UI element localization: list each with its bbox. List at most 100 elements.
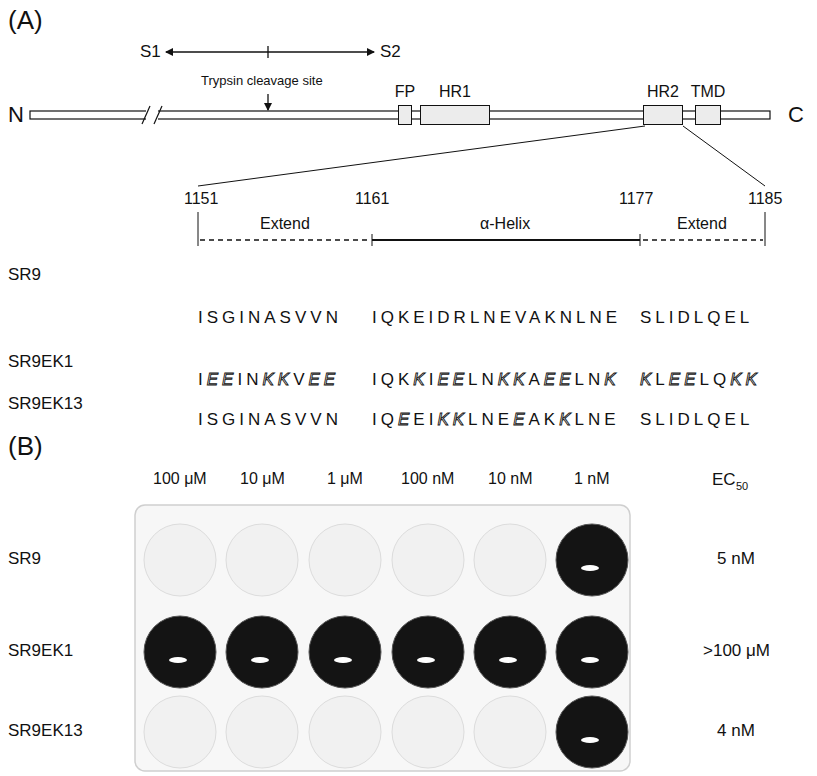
residue: N xyxy=(482,410,498,429)
residue: Q xyxy=(713,370,730,389)
residue: K xyxy=(413,370,428,389)
clear-well xyxy=(309,696,381,768)
concentration: 10 μM xyxy=(240,470,285,488)
site-label: Trypsin cleavage site xyxy=(201,74,323,89)
stained-well xyxy=(556,696,628,768)
residue: K xyxy=(730,370,745,389)
residue-number: 1177 xyxy=(619,190,653,208)
concentration: 1 μM xyxy=(327,470,363,488)
residue: I xyxy=(198,370,207,389)
residue: I xyxy=(237,370,246,389)
well-row xyxy=(144,524,628,596)
sequence: KLEELQKK xyxy=(640,370,761,390)
residue: L xyxy=(468,410,481,429)
peptide-name: SR9 xyxy=(8,549,41,569)
structure-label: Extend xyxy=(260,215,310,233)
residue: E xyxy=(544,370,559,389)
residue-number: 1151 xyxy=(184,190,218,208)
well-row xyxy=(144,616,628,688)
residue: E xyxy=(413,410,428,429)
concentration: 10 nM xyxy=(488,470,532,488)
residue: K xyxy=(262,370,277,389)
residue: N xyxy=(588,370,604,389)
residue-number: 1161 xyxy=(355,190,389,208)
extended-line xyxy=(643,239,763,241)
residue: V xyxy=(295,410,310,429)
residue: L xyxy=(694,410,707,429)
well-glint xyxy=(499,657,517,663)
s1-s2-arrow xyxy=(166,51,374,52)
helix-line xyxy=(372,239,640,241)
cleavage-arrow xyxy=(267,94,268,110)
stained-well xyxy=(474,616,546,688)
domain-box: HR1 xyxy=(420,105,490,125)
clear-well xyxy=(309,524,381,596)
residue: E xyxy=(559,370,574,389)
well-glint xyxy=(581,737,599,743)
panel-label: (A) xyxy=(8,6,43,36)
stained-well xyxy=(226,616,298,688)
residue: D xyxy=(678,410,694,429)
residue-tick xyxy=(198,212,199,246)
residue-number: 1185 xyxy=(748,190,782,208)
sequence: ISGINASVVN xyxy=(198,410,342,430)
clear-well xyxy=(144,524,216,596)
residue: N xyxy=(248,410,264,429)
residue: L xyxy=(468,370,481,389)
subunit-label: S1 xyxy=(140,42,161,62)
well-glint xyxy=(334,657,352,663)
clear-well xyxy=(392,524,464,596)
well-glint xyxy=(581,565,599,571)
residue: I xyxy=(429,410,438,429)
residue: Q xyxy=(381,370,398,389)
sequence: IQKEIDRLNEVAKNLNE xyxy=(372,308,621,328)
domain-label: TMD xyxy=(691,83,726,101)
sequence: SLIDLQEL xyxy=(640,410,753,430)
residue: K xyxy=(498,370,513,389)
peptide-name: SR9EK13 xyxy=(8,394,83,414)
ec50-value: 4 nM xyxy=(717,721,755,741)
residue: L xyxy=(700,370,713,389)
residue: E xyxy=(684,370,699,389)
residue: E xyxy=(453,370,468,389)
residue: K xyxy=(544,410,559,429)
residue: K xyxy=(278,370,293,389)
terminus-label: C xyxy=(788,102,804,127)
plate xyxy=(135,505,630,771)
stained-well xyxy=(392,616,464,688)
stained-well xyxy=(144,616,216,688)
structure-label: α-Helix xyxy=(480,215,530,233)
ec50-subscript: 50 xyxy=(736,480,748,493)
well-glint xyxy=(169,657,187,663)
residue: L xyxy=(575,410,588,429)
residue: V xyxy=(310,410,325,429)
residue: Q xyxy=(707,410,724,429)
residue: V xyxy=(293,370,308,389)
clear-well xyxy=(226,696,298,768)
residue: K xyxy=(453,410,468,429)
residue: K xyxy=(640,370,655,389)
residue: S xyxy=(207,410,222,429)
residue: E xyxy=(222,370,237,389)
residue: E xyxy=(398,410,413,429)
clear-well xyxy=(474,524,546,596)
bar-break xyxy=(154,106,162,124)
residue: K xyxy=(513,370,528,389)
ec50-header: EC xyxy=(712,470,736,490)
residue: L xyxy=(575,370,588,389)
sequence: IQEEIKKLNEEAKKLNE xyxy=(372,410,620,430)
residue: G xyxy=(222,410,239,429)
residue: S xyxy=(640,410,655,429)
residue: N xyxy=(326,410,342,429)
concentration: 100 μM xyxy=(153,470,207,488)
residue: E xyxy=(669,370,684,389)
boundary-tick xyxy=(267,46,268,58)
residue: N xyxy=(588,410,604,429)
residue: E xyxy=(513,410,528,429)
residue-tick xyxy=(765,212,766,246)
residue: K xyxy=(604,370,619,389)
domain-box: TMD xyxy=(695,105,721,125)
panel-label: (B) xyxy=(8,432,43,462)
residue: A xyxy=(529,410,544,429)
